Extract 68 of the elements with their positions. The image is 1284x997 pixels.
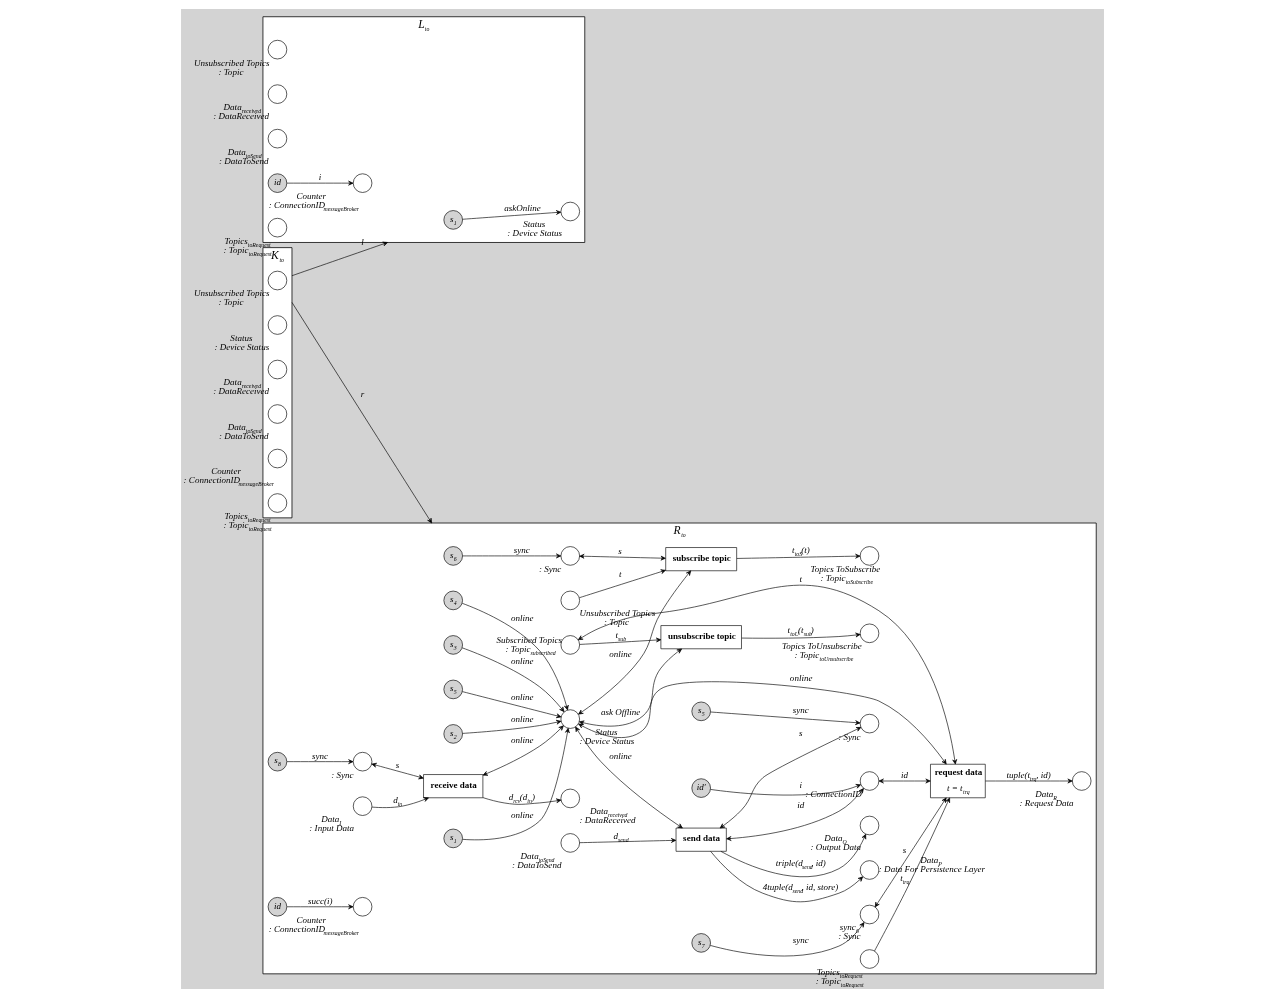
- edge-label: d$_{in}$: [392, 794, 402, 807]
- edge-label: online: [510, 691, 533, 702]
- node-label: Topics$_{toRequest}$ : Topic$_{toRequest}$: [223, 235, 272, 257]
- node-label: Unsubscribed Topics : Topic: [193, 57, 269, 77]
- edge-label: online: [510, 734, 533, 745]
- node-label: Topics ToSubscribe : Topic$_{toSubscribe}$: [810, 563, 880, 585]
- edge-label: sync: [311, 750, 328, 761]
- node-label: Data$_{O}$ : Output Data: [810, 832, 861, 852]
- edge-label: s: [798, 727, 802, 738]
- edge-label: d$_{send}$: [612, 830, 629, 843]
- node-label: Counter : ConnectionID$_{messageBroker}$: [268, 914, 359, 936]
- node-label: : Sync: [538, 563, 561, 574]
- node-label: Topics ToUnsubscribe : Topic$_{toUnsubscribe}$: [781, 640, 862, 662]
- edge-label: t: [799, 573, 802, 584]
- edge-label: online: [608, 750, 632, 761]
- edge-label: tuple(t$_{trq}$, id): [1006, 769, 1051, 782]
- edge-label: ask Offline: [600, 706, 640, 717]
- edge-label: t$_{sub}$: [614, 629, 626, 642]
- edge-label: s: [617, 545, 622, 556]
- edge-label: online: [510, 713, 533, 724]
- edge-label: online: [510, 655, 533, 666]
- edge-label: online: [510, 809, 533, 820]
- edge-label: sync: [513, 544, 530, 555]
- node-label: Topics$_{toRequest}$ : Topic$_{toRequest}$: [223, 510, 272, 532]
- edge-label: sync: [792, 704, 809, 715]
- edge-label: id: [900, 769, 908, 780]
- node-label: Unsubscribed Topics : Topic: [193, 287, 269, 307]
- edge-label: t$_{toS}$(t): [791, 544, 810, 557]
- edge-label: id: [796, 799, 804, 810]
- edge-label: t: [618, 568, 621, 579]
- node-label: Data$_{received}$ : DataReceived: [212, 376, 269, 396]
- edge-label: l: [360, 236, 364, 247]
- edge-label: t$_{trq}$: [899, 872, 909, 885]
- edge-label: online: [789, 672, 812, 683]
- node-label: Status : Device Status: [506, 218, 562, 238]
- edge-label: r: [360, 388, 364, 399]
- edge-label: i: [799, 779, 802, 790]
- edge-label: sync: [792, 934, 809, 945]
- edge-label: askOnline: [503, 202, 541, 213]
- node-label: Topics$_{toRequest}$ : Topic$_{toRequest}$: [815, 966, 864, 988]
- node-label: Data$_{received}$ : DataReceived: [212, 101, 269, 121]
- edge-label: triple(d$_{send}$, id): [775, 857, 826, 870]
- edge-label: d$_{rcv}$(d$_{in}$): [508, 791, 535, 804]
- edge-label: succ(i): [307, 895, 333, 906]
- edge-label: 4tuple(d$_{send}$, id, store): [762, 881, 838, 894]
- node-label: Counter : ConnectionID$_{messageBroker}$: [268, 190, 359, 212]
- node-label: Unsubscribed Topics : Topic: [579, 607, 655, 627]
- edge-label: i: [318, 171, 321, 182]
- node-label: Subscribed Topics : Topic$_{subscribed}$: [495, 634, 562, 656]
- node-label: Counter : ConnectionID$_{messageBroker}$: [183, 465, 274, 487]
- node-label: : Sync: [330, 769, 354, 780]
- node-label: Data$_{toSend}$ : DataToSend: [218, 421, 269, 441]
- edge-label: s: [902, 844, 906, 855]
- node-label: Data$_{toSend}$ : DataToSend: [511, 850, 561, 870]
- node-label: Status : Device Status: [579, 726, 634, 746]
- node-label: : Sync: [837, 731, 861, 742]
- node-label: Data$_{received}$ : DataReceived: [579, 805, 635, 825]
- edge-label: s: [395, 759, 399, 770]
- node-label: Status : Device Status: [214, 332, 269, 352]
- edge-label: t$_{toU}$(t$_{sub}$): [787, 624, 814, 637]
- node-label: Data$_{P}$ : Data For Persistence Layer: [878, 854, 985, 874]
- edge-label: online: [510, 612, 533, 623]
- node-label: : ConnectionID: [804, 788, 862, 799]
- node-label: Data$_{I}$ : Input Data: [308, 813, 354, 833]
- node-label: sync$_{6}$ : Sync: [837, 921, 861, 941]
- node-label: Data$_{toSend}$ : DataToSend: [218, 146, 269, 166]
- edge-label: online: [608, 648, 632, 659]
- node-label: Data$_{R}$ : Request Data: [1018, 788, 1074, 808]
